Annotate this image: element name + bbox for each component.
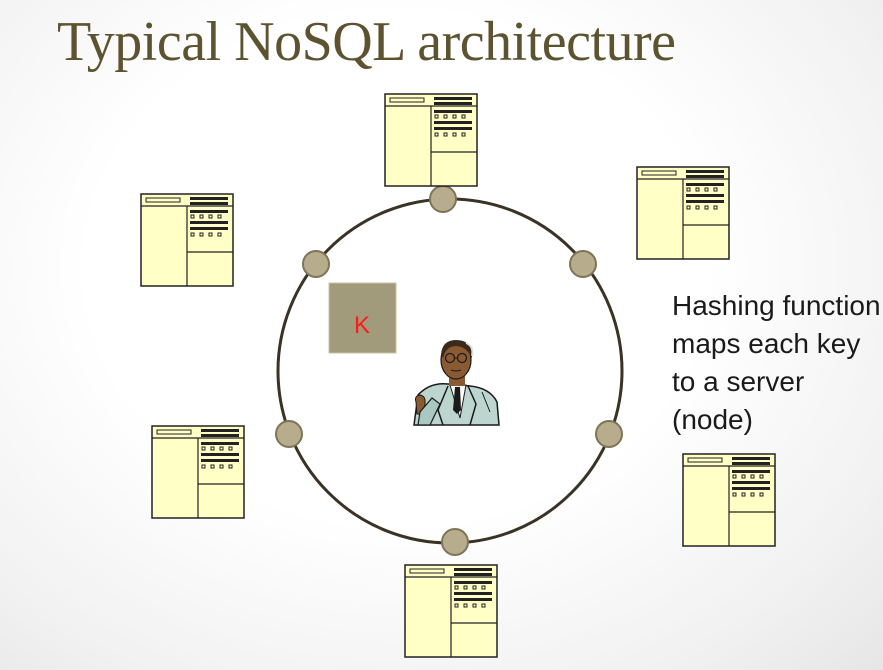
server-lower-left xyxy=(151,425,245,519)
node-lower-left xyxy=(275,420,303,448)
node-lower-right xyxy=(595,420,623,448)
node-upper-left xyxy=(302,250,330,278)
hashing-caption: Hashing function maps each key to a serv… xyxy=(672,290,881,435)
page-title: Typical NoSQL architecture xyxy=(57,11,676,73)
server-bottom xyxy=(404,564,498,658)
server-top xyxy=(384,93,478,187)
server-right xyxy=(682,453,776,547)
key-label: K xyxy=(354,312,370,339)
node-upper-right xyxy=(569,250,597,278)
node-top xyxy=(429,185,457,213)
key-box xyxy=(328,282,397,354)
businessman-icon xyxy=(413,340,500,426)
server-upper-left xyxy=(140,193,234,287)
ring-nodes xyxy=(275,185,623,556)
node-bottom xyxy=(441,528,469,556)
server-upper-right xyxy=(636,166,730,260)
